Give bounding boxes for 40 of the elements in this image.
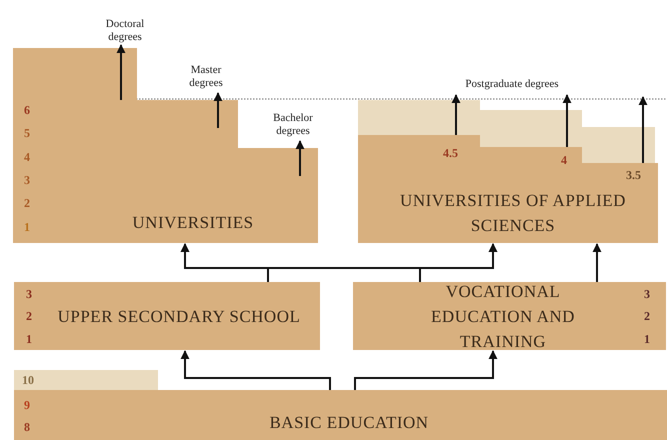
level-number: 3 [24,173,30,188]
block-title: UNIVERSITIES OF APPLIED SCIENCES [399,190,627,237]
level-number: 1 [24,220,30,235]
school-block [14,282,320,350]
level-number: 8 [24,420,30,435]
arrow [592,243,602,282]
degree-label: Bachelor degrees [262,112,324,140]
arrow [638,96,648,163]
level-number: 6 [24,103,30,118]
block-title: UPPER SECONDARY SCHOOL [58,306,300,328]
school-block [14,390,667,440]
block-title: BASIC EDUCATION [269,412,429,434]
level-number: 1 [26,332,32,347]
arrow [354,350,498,390]
arrow [419,243,498,282]
degree-label: Master degrees [175,64,237,92]
block-title: UNIVERSITIES [132,212,254,234]
level-number: 3 [26,287,32,302]
arrow [180,350,331,390]
arrow [116,44,126,100]
school-block [353,282,666,350]
level-number: 10 [22,373,34,388]
level-number: 3.5 [626,168,641,183]
level-number: 2 [26,309,32,324]
arrow [214,92,222,128]
block-title: VOCATIONAL EDUCATION AND TRAINING [430,280,576,352]
arrow [296,140,304,176]
degree-label: Doctoral degrees [90,18,160,44]
level-number: 4.5 [443,146,458,161]
arrow [452,94,460,135]
level-number: 9 [24,398,30,413]
level-number: 5 [24,126,30,141]
level-number: 2 [644,309,650,324]
level-number: 1 [644,332,650,347]
stepped-block [13,48,318,243]
level-number: 2 [24,196,30,211]
level-number: 4 [24,150,30,165]
degree-label: Postgraduate degrees [442,78,582,94]
level-number: 4 [561,153,567,168]
level-number: 3 [644,287,650,302]
